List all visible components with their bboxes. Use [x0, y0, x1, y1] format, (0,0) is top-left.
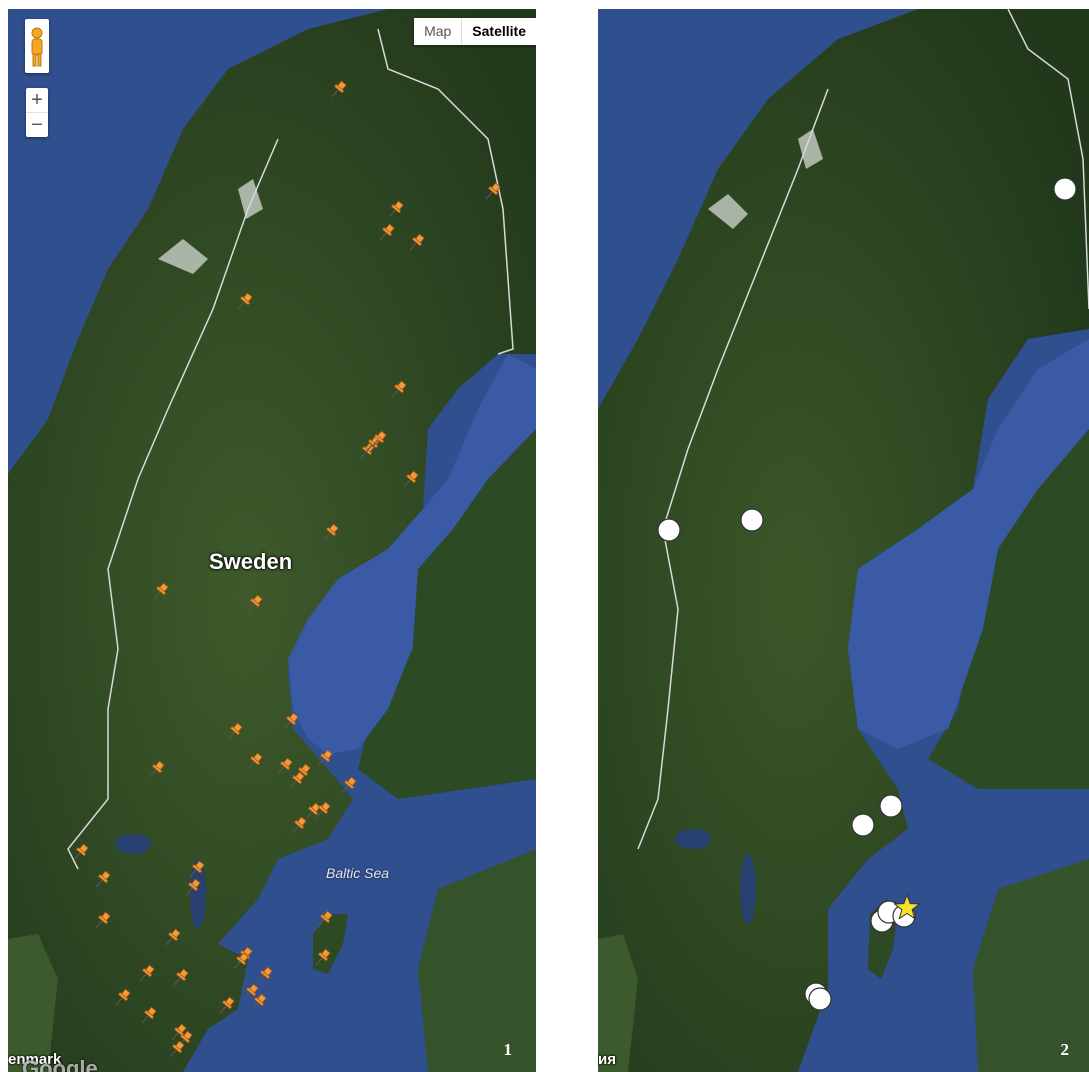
pushpin-icon[interactable] [138, 1006, 157, 1026]
pushpin-icon[interactable] [136, 964, 155, 984]
satellite-map-1[interactable] [8, 9, 536, 1072]
map-type-control: Map Satellite [414, 18, 536, 45]
pushpin-icon[interactable] [170, 968, 189, 988]
pushpin-icon[interactable] [288, 816, 307, 836]
pushpin-icon[interactable] [302, 802, 321, 822]
pushpin-icon[interactable] [388, 380, 407, 400]
pushpin-icon[interactable] [244, 752, 263, 772]
map-panel-2[interactable]: ия 2 [598, 9, 1089, 1072]
pushpin-icon[interactable] [314, 910, 333, 930]
panel-number: 1 [503, 1040, 513, 1059]
marker-layer [657, 177, 1077, 1011]
location-circle-marker[interactable] [808, 987, 832, 1011]
pushpin-icon[interactable] [482, 182, 501, 202]
pushpin-icon[interactable] [92, 911, 111, 931]
location-circle-marker[interactable] [740, 508, 764, 532]
pushpin-icon[interactable] [320, 523, 339, 543]
pushpin-icon[interactable] [312, 801, 331, 821]
pushpin-icon[interactable] [146, 760, 165, 780]
pushpin-icon[interactable] [92, 870, 111, 890]
pushpin-icon[interactable] [248, 993, 267, 1013]
zoom-control: + − [26, 88, 48, 137]
pushpin-icon[interactable] [216, 996, 235, 1016]
pushpin-icon[interactable] [338, 776, 357, 796]
panel-number: 2 [1060, 1040, 1070, 1059]
zoom-in-button[interactable]: + [31, 89, 43, 111]
pushpin-icon[interactable] [240, 983, 259, 1003]
pushpin-icon[interactable] [168, 1023, 187, 1043]
edge-country-label: enmark [8, 1051, 62, 1068]
zoom-out-button[interactable]: − [26, 112, 48, 137]
pushpin-icon[interactable] [254, 966, 273, 986]
map-type-map-button[interactable]: Map [414, 18, 462, 45]
edge-country-label: ия [598, 1051, 616, 1068]
location-circle-marker[interactable] [1053, 177, 1077, 201]
pushpin-icon[interactable] [280, 712, 299, 732]
country-label: Sweden [209, 549, 293, 574]
pushpin-icon[interactable] [406, 233, 425, 253]
sea-label: Baltic Sea [326, 865, 390, 881]
pushpin-icon[interactable] [368, 430, 387, 450]
pushpin-icon[interactable] [186, 860, 205, 880]
pushpin-icon[interactable] [174, 1030, 193, 1050]
pushpin-icon[interactable] [162, 928, 181, 948]
pushpin-icon[interactable] [286, 771, 305, 791]
pushpin-icon[interactable] [328, 80, 347, 100]
pushpin-icon[interactable] [166, 1040, 185, 1060]
pushpin-icon[interactable] [112, 988, 131, 1008]
satellite-map-2[interactable] [598, 9, 1089, 1072]
pushpin-icon[interactable] [400, 470, 419, 490]
location-circle-marker[interactable] [657, 518, 681, 542]
pushpin-icon[interactable] [150, 582, 169, 602]
location-circle-marker[interactable] [851, 813, 875, 837]
pushpin-icon[interactable] [312, 948, 331, 968]
map-type-satellite-button[interactable]: Satellite [461, 18, 536, 45]
pushpin-icon[interactable] [244, 594, 263, 614]
pin-layer [70, 80, 501, 1060]
pushpin-icon[interactable] [182, 878, 201, 898]
location-circle-marker[interactable] [879, 794, 903, 818]
pushpin-icon[interactable] [234, 292, 253, 312]
google-watermark: Google [22, 1056, 98, 1072]
pushpin-icon[interactable] [385, 200, 404, 220]
pushpin-icon[interactable] [314, 749, 333, 769]
star-marker-icon[interactable] [893, 893, 921, 920]
pegman-icon [31, 27, 43, 67]
pegman-button[interactable] [25, 19, 49, 73]
map-panel-1[interactable]: Map Satellite + − Sweden Baltic Sea enma… [8, 9, 536, 1072]
pushpin-icon[interactable] [230, 952, 249, 972]
pushpin-icon[interactable] [70, 843, 89, 863]
pushpin-icon[interactable] [224, 722, 243, 742]
pushpin-icon[interactable] [376, 223, 395, 243]
pushpin-icon[interactable] [274, 757, 293, 777]
